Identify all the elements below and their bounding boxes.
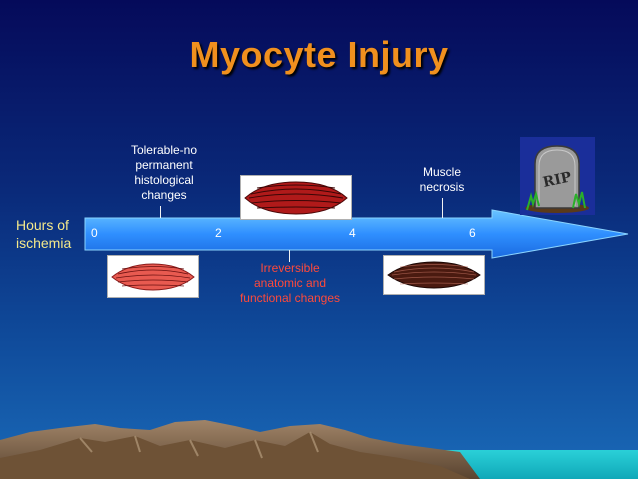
annotation-tolerable-line2: permanent (135, 158, 193, 172)
annotation-irreversible: Irreversible anatomic and functional cha… (225, 261, 355, 306)
annotation-tolerable: Tolerable-no permanent histological chan… (114, 143, 214, 203)
annotation-irreversible-line1: Irreversible (260, 261, 320, 275)
mountains-near (0, 432, 470, 479)
tick-0: 0 (91, 226, 98, 240)
annotation-tolerable-line1: Tolerable-no (130, 143, 198, 157)
annotation-necrosis-line2: necrosis (419, 180, 465, 194)
muscle-necrotic-icon (383, 255, 485, 295)
pointer-necrosis (442, 198, 443, 218)
tombstone-text: RIP (541, 169, 573, 191)
annotation-tolerable-line3: histological (134, 173, 194, 187)
annotation-necrosis-line1: Muscle (422, 165, 461, 179)
muscle-damaged-icon (240, 175, 352, 220)
tombstone-icon: RIP (520, 137, 595, 215)
tick-6: 6 (469, 226, 476, 240)
tick-4: 4 (349, 226, 356, 240)
annotation-necrosis: Muscle necrosis (405, 165, 479, 195)
pointer-tolerable (160, 206, 161, 218)
axis-label-line2: ischemia (16, 235, 72, 251)
muscle-healthy-icon (107, 255, 199, 298)
slide-title: Myocyte Injury (189, 34, 449, 75)
annotation-irreversible-line3: functional changes (239, 291, 341, 305)
axis-label-line1: Hours of (16, 217, 69, 233)
tick-2: 2 (215, 226, 222, 240)
timeline-arrow (84, 209, 629, 259)
annotation-irreversible-line2: anatomic and (253, 276, 327, 290)
annotation-tolerable-line4: changes (141, 188, 187, 202)
axis-label: Hours of ischemia (16, 216, 71, 252)
pointer-irreversible (289, 250, 290, 262)
